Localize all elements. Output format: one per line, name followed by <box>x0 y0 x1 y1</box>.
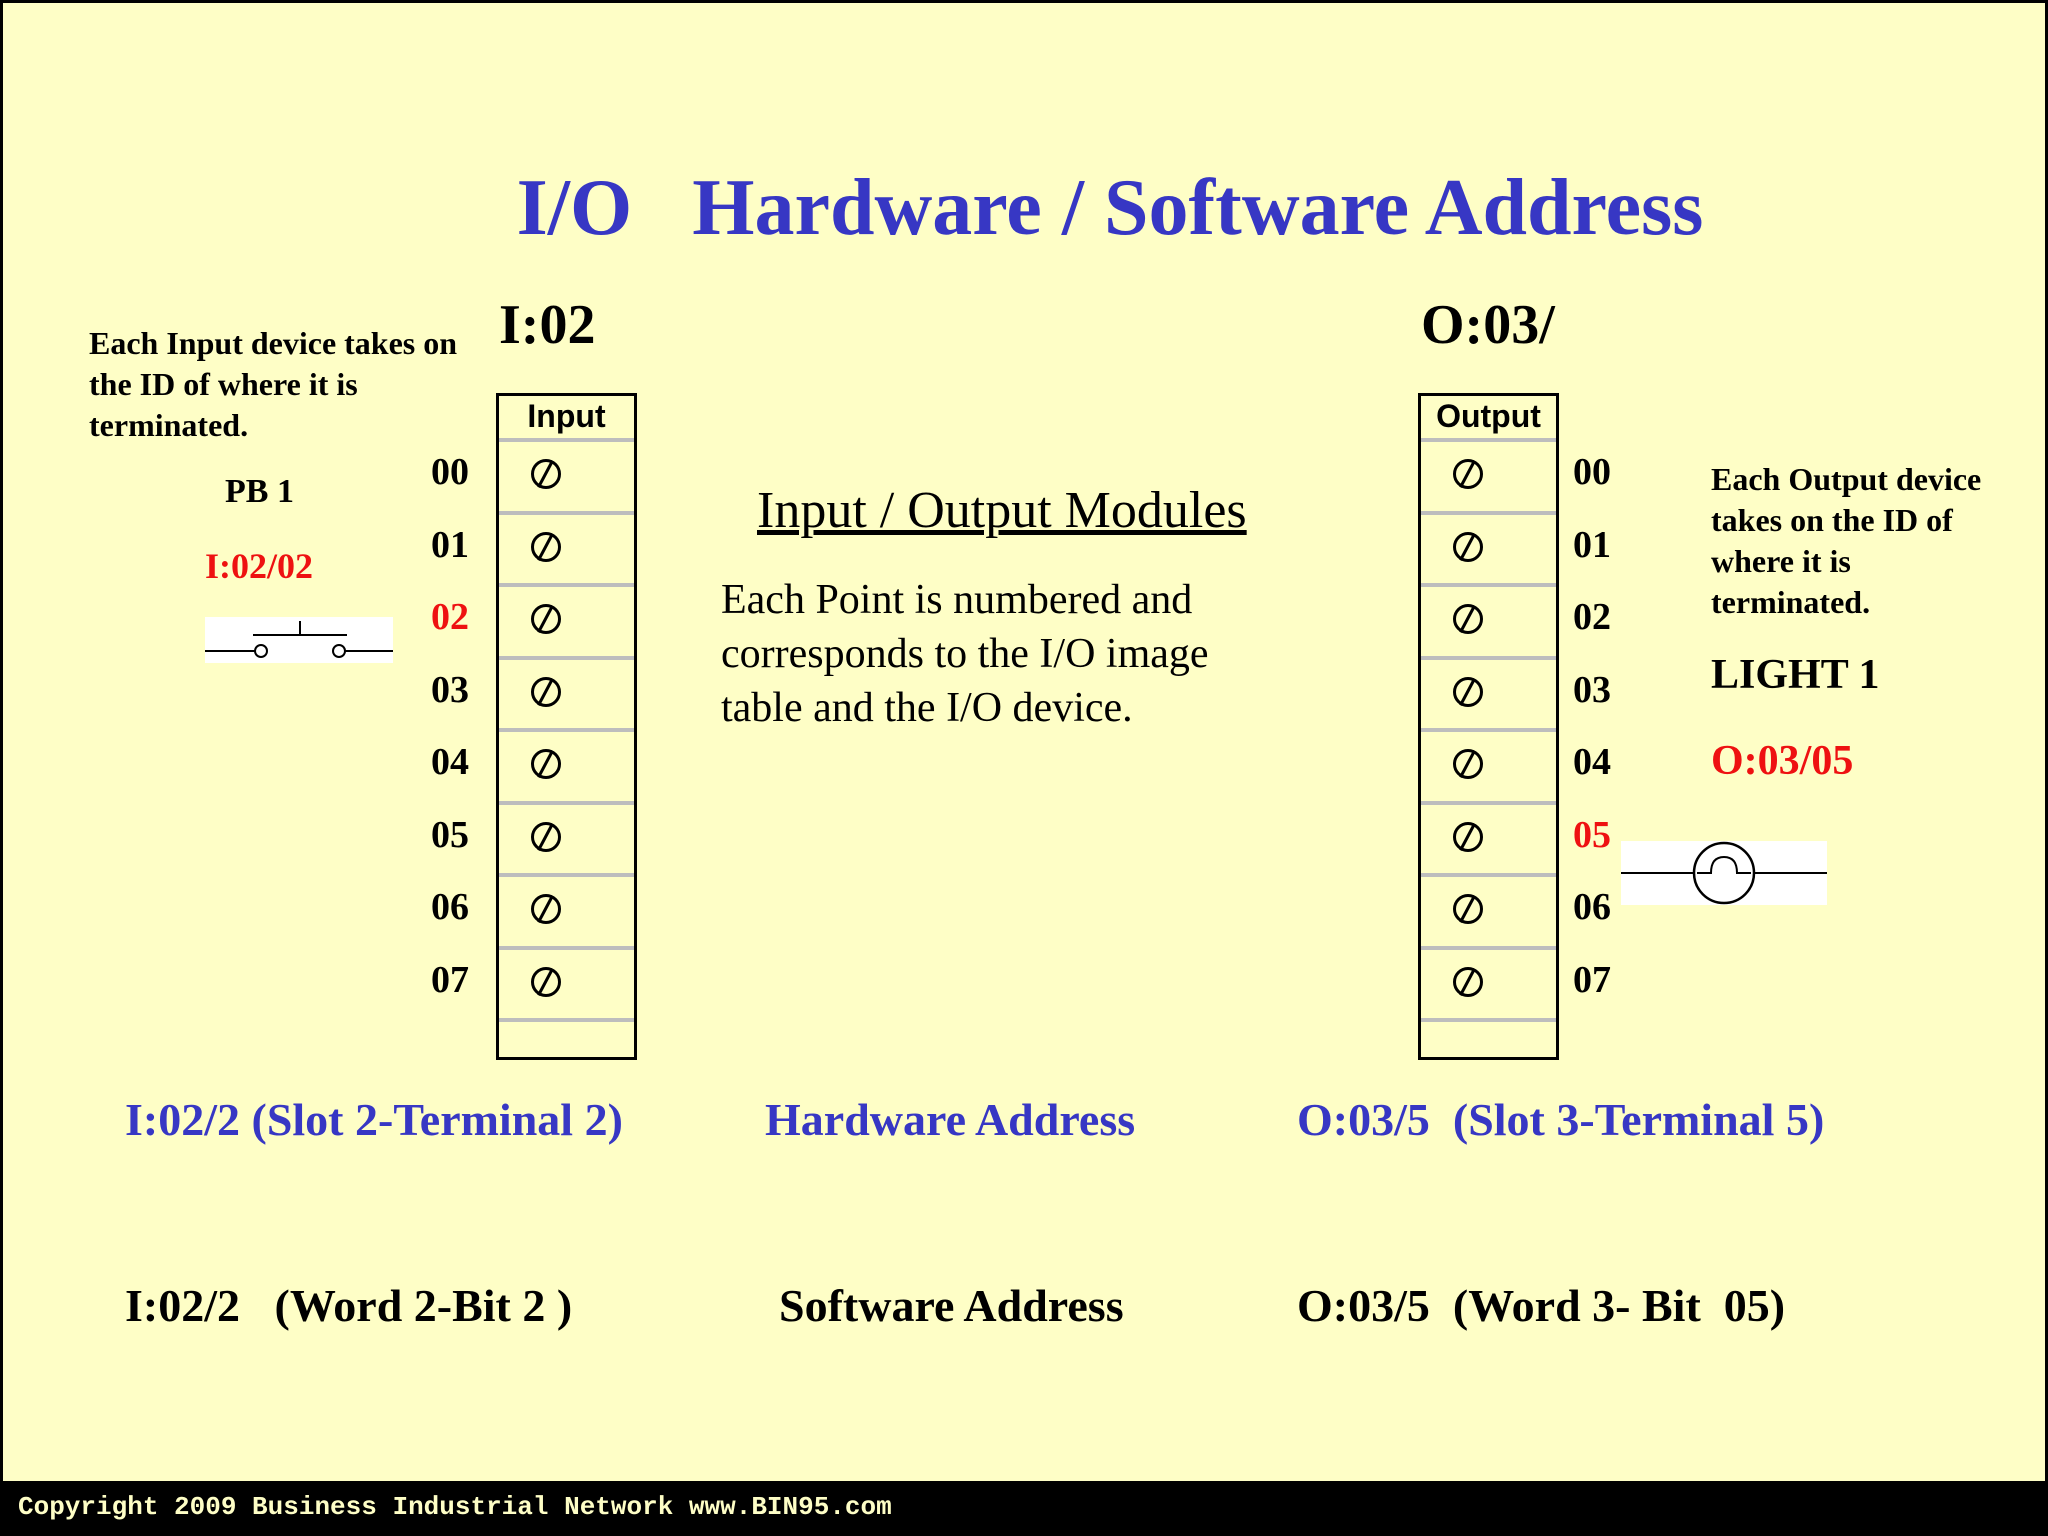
output-device-note: Each Output device takes on the ID of wh… <box>1711 461 1982 620</box>
output-module: Output <box>1418 393 1559 1060</box>
input-terminal-number: 05 <box>431 813 469 856</box>
screw-terminal-icon <box>1453 459 1483 489</box>
input-software-address: I:02/2 (Word 2-Bit 2 ) <box>125 1280 573 1331</box>
output-terminal-divider <box>1421 873 1556 877</box>
input-terminal-divider <box>499 800 634 805</box>
input-module-address: I:02 <box>499 294 596 356</box>
input-terminal-divider <box>499 728 634 732</box>
input-module-header: Input <box>527 398 606 434</box>
output-module-address: O:03/ <box>1421 294 1555 356</box>
input-device-note: Each Input device takes on the ID of whe… <box>89 325 458 443</box>
screw-terminal-icon <box>531 531 561 562</box>
modules-description: Each Point is numbered and corresponds t… <box>721 577 1209 731</box>
output-software-address: O:03/5 (Word 3- Bit 05) <box>1297 1280 1786 1331</box>
screw-terminal-icon <box>531 894 561 924</box>
input-terminal-divider <box>499 655 634 660</box>
output-terminal-number: 00 <box>1573 451 1611 493</box>
output-terminal-number: 03 <box>1573 668 1611 711</box>
screw-terminal-icon <box>531 459 561 489</box>
screw-terminal-icon <box>531 821 561 852</box>
pushbutton-label: PB 1 <box>225 473 294 510</box>
input-terminal-divider <box>499 1018 634 1022</box>
copyright-footer: Copyright 2009 Business Industrial Netwo… <box>18 1492 892 1522</box>
output-terminal-number: 01 <box>1573 523 1611 566</box>
input-terminal-divider <box>499 510 634 515</box>
page-title: I/O Hardware / Software Address <box>516 164 1704 252</box>
pushbutton-symbol <box>205 617 393 663</box>
input-terminal-number: 00 <box>431 451 469 493</box>
screw-terminal-icon <box>531 749 561 779</box>
input-terminal-divider <box>499 438 634 442</box>
lamp-icon <box>1621 841 1827 905</box>
output-terminal-divider <box>1421 583 1556 587</box>
input-terminal-number: 06 <box>431 886 469 928</box>
output-hardware-address: O:03/5 (Slot 3-Terminal 5) <box>1297 1094 1825 1145</box>
screw-terminal-icon <box>1453 604 1483 634</box>
input-terminal-number: 07 <box>431 958 469 1001</box>
input-terminal-divider <box>499 945 634 950</box>
light-label: LIGHT 1 <box>1711 652 1880 698</box>
screw-terminal-icon <box>1453 894 1483 924</box>
output-terminal-divider <box>1421 655 1556 660</box>
screw-terminal-icon <box>1453 676 1483 707</box>
software-address-label: Software Address <box>779 1280 1124 1331</box>
input-terminal-number: 01 <box>431 523 469 566</box>
input-terminal-number: 04 <box>431 741 469 783</box>
screw-terminal-icon <box>531 604 561 634</box>
light-address: O:03/05 <box>1711 738 1854 784</box>
output-terminal-number: 02 <box>1573 596 1611 638</box>
input-module: Input <box>496 393 637 1060</box>
input-terminal-divider <box>499 873 634 877</box>
input-terminal-number: 03 <box>431 668 469 711</box>
pushbutton-address: I:02/02 <box>205 546 313 586</box>
output-terminal-divider <box>1421 438 1556 442</box>
output-terminal-divider <box>1421 510 1556 515</box>
input-terminal-number: 02 <box>431 596 469 638</box>
light-symbol <box>1621 841 1827 905</box>
input-hardware-address: I:02/2 (Slot 2-Terminal 2) <box>125 1094 623 1145</box>
slide: I/O Hardware / Software Address Each Inp… <box>3 3 2045 1481</box>
output-module-header: Output <box>1436 398 1541 434</box>
output-terminal-divider <box>1421 800 1556 805</box>
output-terminal-number: 04 <box>1573 741 1611 783</box>
screw-terminal-icon <box>1453 531 1483 562</box>
screw-terminal-icon <box>531 676 561 707</box>
hardware-address-label: Hardware Address <box>765 1094 1136 1145</box>
pushbutton-icon <box>205 621 393 658</box>
output-terminal-number: 05 <box>1573 813 1611 856</box>
output-terminal-number: 07 <box>1573 958 1611 1001</box>
output-terminal-divider <box>1421 728 1556 732</box>
screw-terminal-icon <box>531 966 561 997</box>
screw-terminal-icon <box>1453 821 1483 852</box>
output-terminal-divider <box>1421 1018 1556 1022</box>
screw-terminal-icon <box>1453 966 1483 997</box>
output-terminal-number: 06 <box>1573 886 1611 928</box>
screw-terminal-icon <box>1453 749 1483 779</box>
modules-heading: Input / Output Modules <box>757 482 1247 539</box>
output-terminal-divider <box>1421 945 1556 950</box>
input-terminal-divider <box>499 583 634 587</box>
